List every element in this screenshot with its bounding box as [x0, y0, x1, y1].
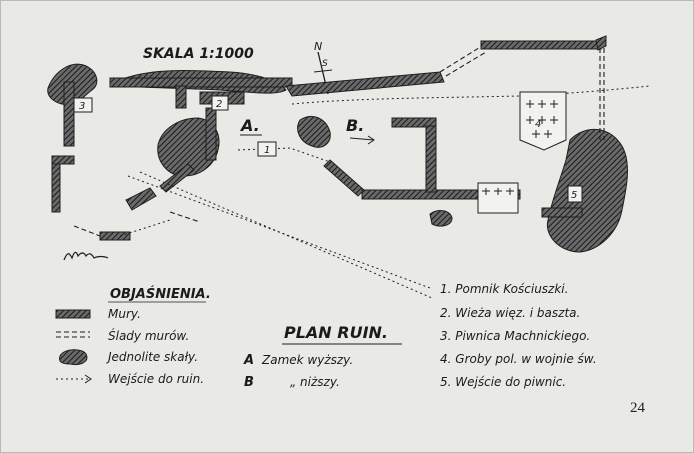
site-number-1: 1 — [264, 145, 270, 156]
legend: OBJAŚNIENIA. Mury. Ślady murów. Jednolit… — [55, 286, 211, 386]
south-label: S — [322, 59, 328, 69]
legend-swatch-entrance — [56, 374, 92, 384]
key-item-5: 5. Wejście do piwnic. — [440, 375, 566, 389]
legend-label-walls: Mury. — [108, 307, 141, 321]
legend-swatch-walls — [55, 309, 91, 319]
scale-label: SKALA 1:1000 — [143, 46, 254, 62]
page-number: 24 — [630, 400, 646, 416]
graves-crosses — [482, 100, 558, 195]
north-label: N — [314, 40, 322, 53]
site-number-5: 5 — [571, 190, 577, 201]
site-number-2: 2 — [216, 99, 222, 110]
key-item-4: 4. Groby pol. w wojnie św. — [440, 352, 597, 366]
legend-label-traces: Ślady murów. — [108, 328, 189, 343]
author-signature — [63, 251, 109, 261]
numbered-key: 1. Pomnik Kościuszki. 2. Wieża więz. i b… — [440, 282, 597, 389]
legend-swatch-rock — [59, 349, 88, 365]
zone-b-label: B. — [346, 116, 364, 135]
site-number-3: 3 — [79, 101, 85, 112]
key-item-1: 1. Pomnik Kościuszki. — [440, 282, 568, 296]
key-item-3: 3. Piwnica Machnickiego. — [440, 329, 590, 343]
zone-key-b-text: „ niższy. — [290, 375, 340, 389]
site-markers — [73, 91, 583, 214]
key-item-2: 2. Wieża więz. i baszta. — [440, 306, 580, 320]
zone-a-label: A. — [239, 116, 260, 135]
plan-title: PLAN RUIN. — [284, 323, 388, 342]
wall-traces — [73, 45, 605, 237]
legend-swatch-traces — [56, 331, 90, 338]
walls — [51, 35, 607, 241]
legend-label-entrance: Wejście do ruin. — [108, 372, 204, 386]
site-number-4: 4 — [535, 119, 541, 130]
zone-key-b-letter: B — [244, 375, 254, 390]
entrance-paths — [119, 85, 651, 299]
zone-key-a-text: Zamek wyższy. — [261, 353, 353, 367]
zone-key-a-letter: A — [243, 353, 254, 368]
legend-title: OBJAŚNIENIA. — [110, 286, 211, 302]
legend-label-rock: Jednolite skały. — [106, 350, 198, 364]
